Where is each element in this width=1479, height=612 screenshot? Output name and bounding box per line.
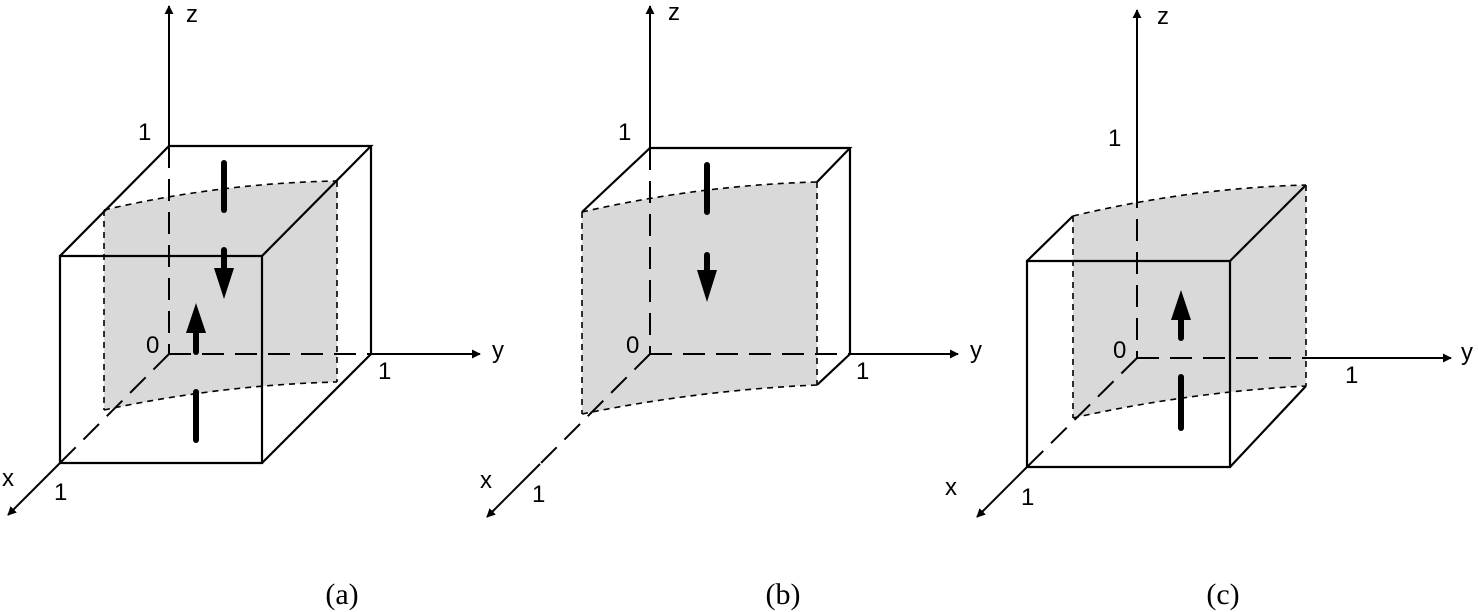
panel-a: z y x 1 1 1 0 (a) — [2, 1, 504, 611]
cube-edge — [1229, 385, 1307, 468]
y-axis-label: y — [1461, 339, 1473, 366]
cube-edge — [1026, 215, 1074, 262]
cube-top-face — [581, 146, 853, 213]
panel-caption: (c) — [1206, 578, 1239, 611]
x-tick-1: 1 — [1021, 484, 1034, 511]
cube-edge — [261, 353, 372, 464]
shaded-surface — [582, 182, 817, 414]
hidden-edge — [539, 353, 651, 465]
z-axis-label: z — [186, 1, 198, 28]
x-axis — [7, 462, 61, 516]
x-axis — [976, 466, 1028, 518]
origin-label: 0 — [146, 332, 159, 359]
y-axis-label: y — [492, 337, 504, 364]
cube-edge — [1229, 184, 1307, 262]
x-tick-1: 1 — [54, 479, 67, 506]
z-tick-1: 1 — [618, 119, 631, 146]
origin-label: 0 — [1113, 337, 1126, 364]
y-tick-1: 1 — [378, 358, 391, 385]
down-arrowhead — [697, 270, 717, 302]
up-arrowhead — [1171, 290, 1191, 320]
y-tick-1: 1 — [856, 358, 869, 385]
x-axis-label: x — [2, 465, 14, 492]
x-axis — [486, 463, 541, 518]
down-arrowhead — [214, 268, 234, 299]
hidden-edge — [1026, 357, 1138, 468]
panel-caption: (b) — [766, 578, 801, 611]
z-axis-label: z — [668, 0, 680, 26]
up-arrowhead — [186, 303, 206, 333]
origin-label: 0 — [626, 332, 639, 359]
y-axis-label: y — [970, 337, 982, 364]
x-axis-label: x — [480, 467, 492, 494]
x-tick-1: 1 — [532, 481, 545, 508]
x-axis-label: x — [945, 474, 957, 501]
z-axis-label: z — [1157, 3, 1169, 30]
panel-b: z y x 1 1 1 0 (b) — [480, 0, 982, 611]
panel-caption: (a) — [325, 578, 358, 611]
panel-c: z y x 1 1 1 0 (c) — [945, 3, 1473, 611]
cube-edge — [816, 353, 851, 386]
hidden-edge — [59, 353, 170, 464]
z-tick-1: 1 — [1108, 125, 1121, 152]
y-tick-1: 1 — [1345, 362, 1358, 389]
z-tick-1: 1 — [138, 119, 151, 146]
cube-top-face — [59, 144, 374, 257]
